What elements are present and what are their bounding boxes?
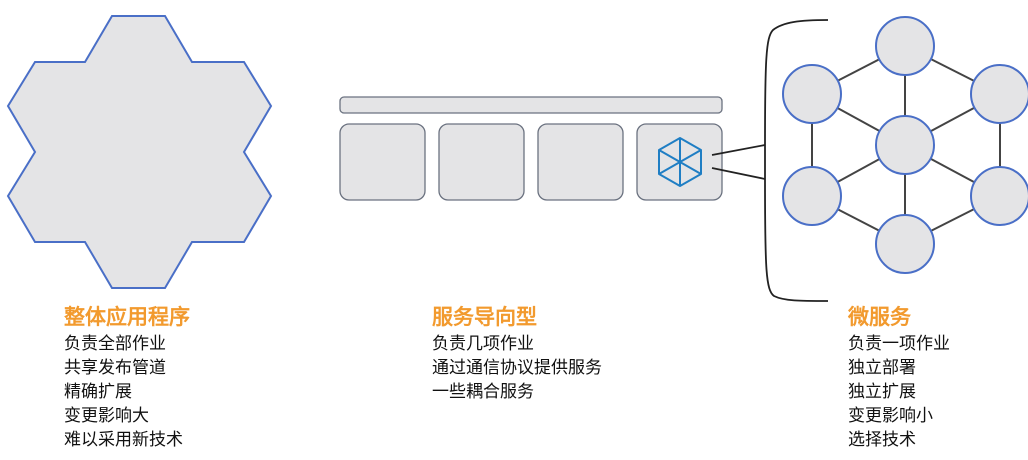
connector-line: [711, 144, 766, 156]
monolith-list: 负责全部作业 共享发布管道 精确扩展 变更影响大 难以采用新技术: [64, 332, 190, 452]
microservice-nodes: [782, 16, 1028, 274]
microservice-node: [875, 16, 935, 76]
soa-service-bus: [339, 96, 723, 114]
microservices-caption: 微服务 负责一项作业 独立部署 独立扩展 变更影响小 选择技术: [848, 302, 950, 452]
microservices-title: 微服务: [848, 305, 911, 329]
list-item: 难以采用新技术: [64, 430, 183, 450]
list-item: 选择技术: [848, 430, 916, 450]
monolith-caption: 整体应用程序 负责全部作业 共享发布管道 精确扩展 变更影响大 难以采用新技术: [64, 302, 190, 452]
list-item: 共享发布管道: [64, 358, 166, 378]
list-item: 独立部署: [848, 358, 916, 378]
microservice-node: [970, 166, 1028, 226]
soa-caption: 服务导向型 负责几项作业 通过通信协议提供服务 一些耦合服务: [432, 302, 602, 404]
microservices-list: 负责一项作业 独立部署 独立扩展 变更影响小 选择技术: [848, 332, 950, 452]
connector-line: [711, 167, 766, 180]
list-item: 一些耦合服务: [432, 382, 534, 402]
list-item: 独立扩展: [848, 382, 916, 402]
list-item: 负责一项作业: [848, 334, 950, 354]
cube-icon: [658, 137, 702, 187]
soa-service-box: [339, 123, 426, 201]
microservice-node: [875, 115, 935, 175]
microservice-node: [875, 214, 935, 274]
list-item: 变更影响大: [64, 406, 149, 426]
list-item: 通过通信协议提供服务: [432, 358, 602, 378]
curly-brace: [764, 19, 829, 302]
soa-title: 服务导向型: [432, 305, 537, 329]
soa-service-box: [438, 123, 525, 201]
monolith-title: 整体应用程序: [64, 305, 190, 329]
soa-list: 负责几项作业 通过通信协议提供服务 一些耦合服务: [432, 332, 602, 404]
list-item: 精确扩展: [64, 382, 132, 402]
microservice-node: [970, 64, 1028, 124]
list-item: 负责全部作业: [64, 334, 166, 354]
microservice-node: [782, 166, 842, 226]
microservice-node: [782, 64, 842, 124]
list-item: 变更影响小: [848, 406, 933, 426]
monolith-hexagon-cluster: [6, 15, 273, 289]
soa-service-box: [537, 123, 624, 201]
list-item: 负责几项作业: [432, 334, 534, 354]
